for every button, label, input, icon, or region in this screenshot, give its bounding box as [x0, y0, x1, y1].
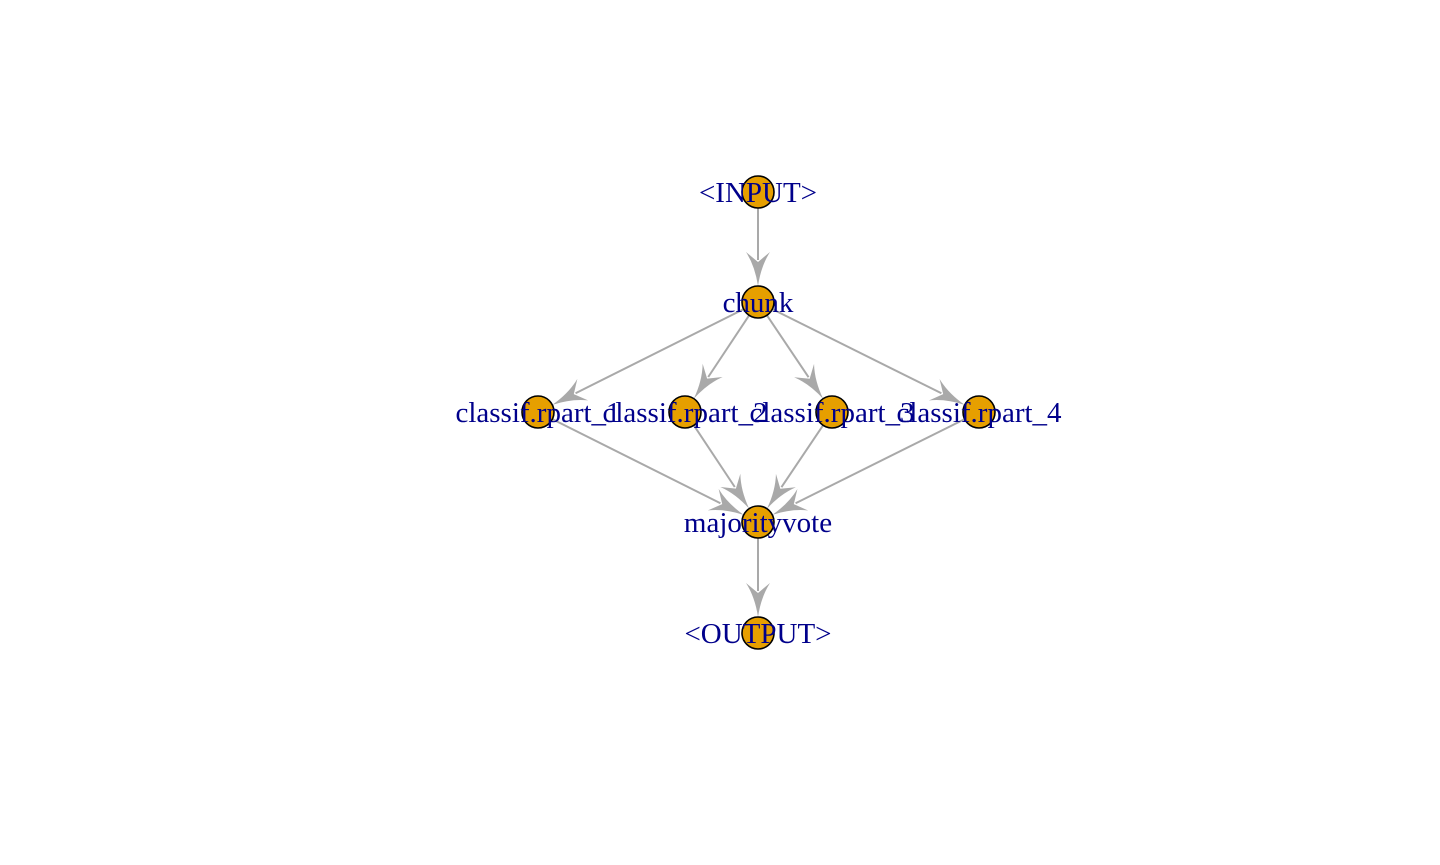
node-input[interactable] — [741, 175, 775, 209]
edge-line — [575, 308, 745, 395]
node-label-rpart4: classif.rpart_4 — [896, 397, 1062, 429]
edge-chunk-to-rpart1 — [552, 308, 745, 405]
node-rpart1[interactable] — [521, 395, 555, 429]
nodes-layer — [521, 175, 996, 650]
node-rpart4[interactable] — [962, 395, 996, 429]
arrow-head — [794, 363, 824, 399]
edge-rpart3-to-vote — [766, 424, 824, 509]
edge-chunk-to-rpart3 — [766, 314, 824, 399]
arrow-head — [693, 363, 723, 399]
edge-vote-to-output — [746, 538, 770, 617]
arrow-head — [552, 378, 589, 405]
node-label-vote: majorityvote — [684, 507, 832, 539]
arrow-head — [746, 252, 770, 286]
edge-line — [795, 418, 966, 505]
labels-layer: <INPUT>chunkclassif.rpart_1classif.rpart… — [455, 177, 1062, 650]
edge-rpart1-to-vote — [551, 418, 744, 515]
edge-line — [766, 314, 810, 378]
node-rpart3[interactable] — [815, 395, 849, 429]
node-label-rpart3: classif.rpart_3 — [749, 397, 914, 429]
node-chunk[interactable] — [741, 285, 775, 319]
edge-line — [780, 424, 824, 488]
arrow-head — [707, 488, 744, 515]
edge-rpart2-to-vote — [693, 424, 750, 509]
arrow-head — [928, 378, 965, 405]
edge-line — [693, 424, 736, 488]
node-label-rpart2: classif.rpart_2 — [602, 397, 767, 429]
node-label-chunk: chunk — [723, 287, 794, 319]
node-rpart2[interactable] — [668, 395, 702, 429]
arrow-head — [772, 488, 809, 515]
edge-rpart4-to-vote — [772, 418, 966, 515]
arrow-head — [746, 583, 770, 617]
node-label-rpart1: classif.rpart_1 — [455, 397, 620, 429]
edge-line — [771, 308, 942, 395]
node-output[interactable] — [741, 616, 775, 650]
arrow-head — [766, 473, 796, 509]
edges-layer — [551, 208, 966, 617]
node-vote[interactable] — [741, 505, 775, 539]
edge-line — [707, 314, 750, 378]
edge-chunk-to-rpart4 — [771, 308, 965, 405]
arrow-head — [720, 473, 750, 509]
node-label-input: <INPUT> — [699, 177, 817, 209]
edge-chunk-to-rpart2 — [693, 314, 750, 399]
edge-line — [551, 418, 721, 505]
node-label-output: <OUTPUT> — [684, 618, 831, 650]
edge-input-to-chunk — [746, 208, 770, 286]
